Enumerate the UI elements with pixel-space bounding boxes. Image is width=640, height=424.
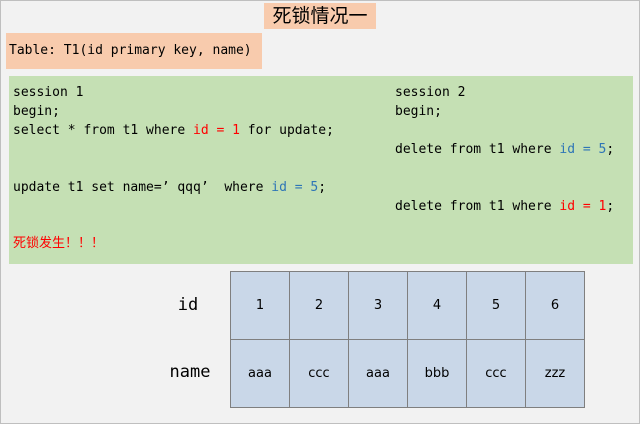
sql-operator: =: [575, 142, 599, 157]
session1-begin: begin;: [13, 104, 60, 119]
sql-text: ;: [606, 199, 615, 214]
sql-text: delete from t1 where: [395, 142, 560, 157]
sql-value: 1: [598, 199, 607, 214]
session2-begin: begin;: [395, 104, 442, 119]
sql-text: select * from t1 where: [13, 123, 194, 138]
id-cell: 3: [348, 271, 408, 340]
id-cell: 5: [466, 271, 526, 340]
name-cell: ccc: [289, 339, 349, 408]
sql-operator: =: [575, 199, 599, 214]
sql-column: id: [559, 142, 576, 157]
id-row-label: id: [177, 295, 199, 315]
id-cell: 4: [407, 271, 467, 340]
sql-operator: =: [286, 180, 311, 195]
session1-header: session 1: [13, 85, 84, 100]
name-cell: aaa: [230, 339, 290, 408]
name-row: aaa ccc aaa bbb ccc zzz: [230, 339, 585, 408]
session2-delete-1: delete from t1 where id = 5;: [395, 141, 614, 159]
name-cell: bbb: [407, 339, 467, 408]
sql-text: for update;: [239, 123, 334, 138]
name-cell: ccc: [466, 339, 526, 408]
rows-table: 1 2 3 4 5 6 aaa ccc aaa bbb ccc zzz: [230, 271, 585, 408]
id-cell: 6: [525, 271, 585, 340]
sql-operator: =: [208, 123, 233, 138]
name-cell: aaa: [348, 339, 408, 408]
session1-update: update t1 set name=’ qqq’ where id = 5;: [13, 179, 326, 197]
sql-column: id: [271, 180, 287, 195]
page-title: 死锁情况一: [264, 3, 376, 29]
sql-value: 5: [598, 142, 607, 157]
table-definition: Table: T1(id primary key, name): [6, 33, 262, 69]
sql-value: 1: [232, 123, 240, 138]
sql-text: ;: [606, 142, 615, 157]
deadlock-message: 死锁发生！！！: [13, 236, 105, 251]
sql-text: ;: [318, 180, 327, 195]
sql-column: id: [559, 199, 576, 214]
session2-header: session 2: [395, 85, 466, 100]
id-cell: 1: [230, 271, 290, 340]
sql-column: id: [193, 123, 209, 138]
name-cell: zzz: [525, 339, 585, 408]
id-cell: 2: [289, 271, 349, 340]
id-row: 1 2 3 4 5 6: [230, 271, 585, 340]
session1-select: select * from t1 where id = 1 for update…: [13, 122, 334, 140]
session2-delete-2: delete from t1 where id = 1;: [395, 198, 614, 216]
name-row-label: name: [169, 362, 211, 382]
sql-text: delete from t1 where: [395, 199, 560, 214]
code-block: session 1 begin; select * from t1 where …: [9, 76, 633, 264]
sql-text: update t1 set name=’ qqq’ where: [13, 180, 272, 195]
sql-value: 5: [310, 180, 319, 195]
